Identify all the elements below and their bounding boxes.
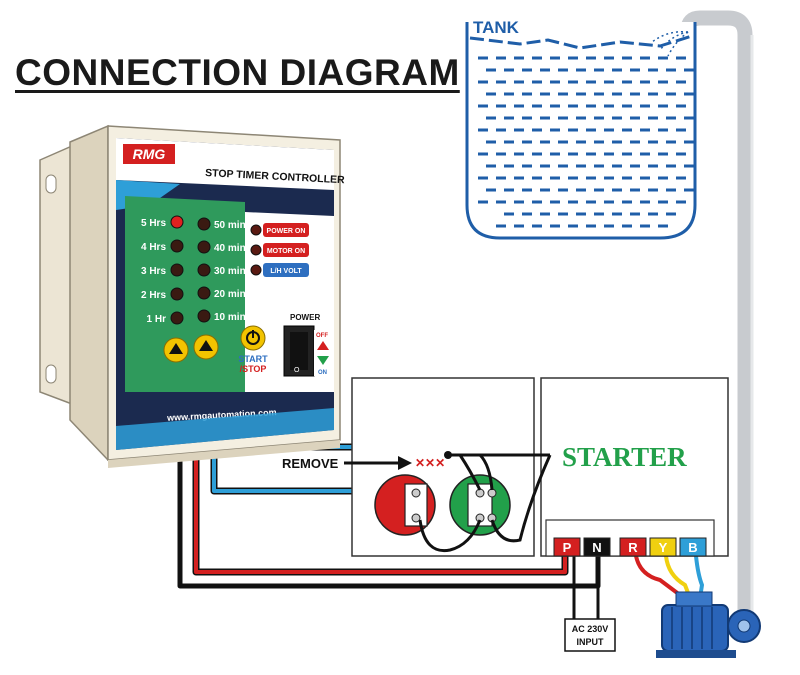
minutes-label: 40 mins — [214, 243, 252, 254]
start-push-button[interactable] — [449, 474, 511, 536]
minute-led — [197, 286, 211, 300]
terminal-label: R — [628, 540, 638, 555]
power-switch[interactable]: O OFF ON — [283, 325, 332, 377]
pump-motor — [656, 591, 761, 658]
status-badge — [263, 223, 309, 237]
minutes-label: 50 mins — [214, 220, 252, 231]
switch-on-label: ON — [318, 370, 327, 376]
minute-led — [197, 309, 211, 323]
minutes-label: 30 mins — [214, 266, 252, 277]
start-label: START — [238, 354, 268, 364]
stop-label: /STOP — [240, 364, 267, 374]
timer-panel — [125, 196, 245, 372]
terminal-label: Y — [659, 540, 668, 555]
status-led — [250, 264, 262, 276]
tank-label: TANK — [473, 18, 520, 37]
power-label: POWER — [290, 313, 320, 322]
minute-led — [197, 263, 211, 277]
terminal-label: N — [592, 540, 601, 555]
terminal-r — [619, 537, 647, 557]
minute-led — [197, 217, 211, 231]
remove-label: REMOVE — [282, 456, 339, 471]
ac-input-box: AC 230V INPUT — [564, 618, 616, 652]
terminal-p — [553, 537, 581, 557]
terminal-b — [679, 537, 707, 557]
status-badge — [263, 243, 309, 257]
svg-text:O: O — [294, 367, 300, 374]
ac-input-line2: INPUT — [577, 637, 605, 647]
ac-input-line1: AC 230V — [572, 624, 609, 634]
svg-text:✕✕✕: ✕✕✕ — [415, 456, 445, 470]
terminal-n — [583, 537, 611, 557]
hour-led — [170, 263, 184, 277]
starter-label: STARTER — [562, 442, 687, 472]
water-tank: TANK — [465, 18, 697, 240]
contact-box — [351, 377, 535, 557]
page-title: CONNECTION DIAGRAM — [15, 52, 460, 93]
terminal-label: B — [688, 540, 697, 555]
minutes-up-button[interactable] — [193, 334, 219, 360]
brand-logo: RMG — [133, 146, 166, 162]
switch-off-label: OFF — [316, 333, 328, 339]
hour-led — [170, 287, 184, 301]
terminal-y — [649, 537, 677, 557]
hours-label: 5 Hrs — [141, 218, 166, 229]
hour-led — [170, 215, 184, 229]
hours-label: 2 Hrs — [141, 290, 166, 301]
minutes-label: 10 mins — [214, 312, 252, 323]
remove-indicator: REMOVE ✕✕✕ — [282, 451, 452, 471]
status-label: MOTOR ON — [267, 248, 305, 255]
minute-led — [197, 240, 211, 254]
hour-led — [170, 239, 184, 253]
start-stop-button[interactable]: START /STOP — [238, 325, 268, 374]
hours-label: 3 Hrs — [141, 266, 166, 277]
hours-label: 4 Hrs — [141, 242, 166, 253]
minutes-label: 20 mins — [214, 289, 252, 300]
status-led — [250, 224, 262, 236]
status-badge — [263, 263, 309, 277]
hours-label: 1 Hr — [147, 314, 167, 325]
starter-internal-wiring — [418, 453, 552, 553]
hours-up-button[interactable] — [163, 337, 189, 363]
stop-push-button[interactable] — [374, 474, 436, 536]
status-led — [250, 244, 262, 256]
hour-led — [170, 311, 184, 325]
status-label: L/H VOLT — [270, 268, 302, 275]
terminal-label: P — [563, 540, 572, 555]
status-label: POWER ON — [267, 228, 306, 235]
